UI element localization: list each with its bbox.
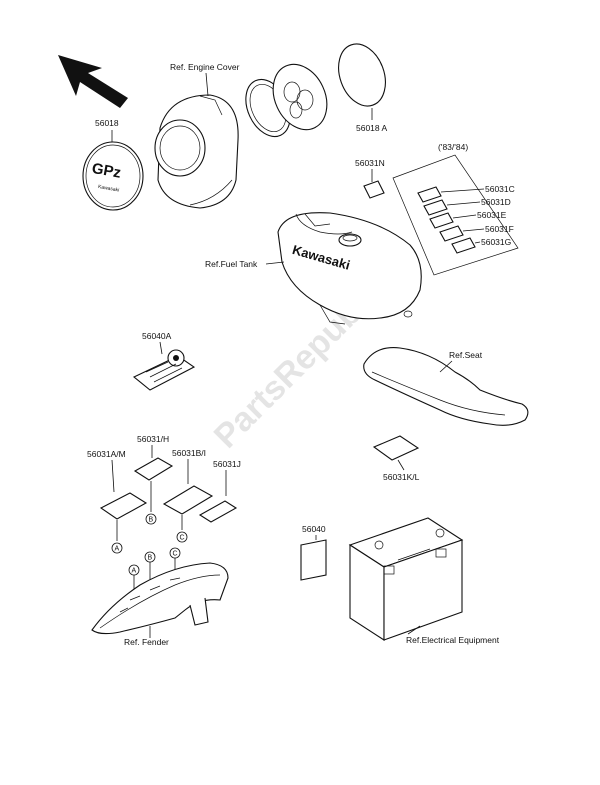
label-56040: 56040	[302, 524, 326, 534]
label-56018: 56018	[95, 118, 119, 128]
label-56031kl: 56031K/L	[383, 472, 420, 482]
label-ref-electrical: Ref.Electrical Equipment	[406, 635, 500, 645]
label-56031bi: 56031B/I	[172, 448, 206, 458]
decal-56031n	[363, 180, 385, 199]
label-56031h: 56031/H	[137, 434, 169, 444]
label-sheet-56040a	[132, 349, 196, 391]
callout-b-upper: B	[149, 517, 154, 524]
rear-fender	[91, 562, 229, 635]
decal-set-56031c-g	[417, 186, 476, 254]
decal-56031j	[198, 500, 238, 523]
label-ref-seat: Ref.Seat	[449, 350, 483, 360]
emblem-56018: GPz Kawasaki	[82, 141, 144, 211]
label-ref-fender: Ref. Fender	[124, 637, 169, 647]
gauge-cover-ring	[245, 63, 328, 138]
lens-56018a	[338, 43, 386, 107]
seat	[363, 347, 529, 426]
decal-56031bi	[162, 485, 214, 515]
label-56031d: 56031D	[481, 197, 511, 207]
fuel-tank: Kawasaki	[277, 212, 422, 325]
label-years: ('83/'84)	[438, 142, 468, 152]
emblem-subtext: Kawasaki	[97, 184, 119, 194]
engine-cover	[154, 94, 239, 209]
decal-set-box	[392, 154, 519, 276]
label-sheet-56040	[300, 539, 327, 581]
label-56031g: 56031G	[481, 237, 511, 247]
label-56031f: 56031F	[485, 224, 514, 234]
label-56040a: 56040A	[142, 331, 172, 341]
direction-arrow-icon	[58, 55, 128, 108]
callout-a-lower: A	[132, 568, 137, 575]
label-ref-fuel-tank: Ref.Fuel Tank	[205, 259, 258, 269]
label-56018a: 56018 A	[356, 123, 388, 133]
callout-b-lower: B	[148, 555, 153, 562]
callout-c-upper: C	[180, 535, 185, 542]
label-56031n: 56031N	[355, 158, 385, 168]
battery	[348, 517, 464, 642]
label-56031am: 56031A/M	[87, 449, 126, 459]
label-56031e: 56031E	[477, 210, 507, 220]
decal-56031h	[133, 457, 174, 481]
label-56031j: 56031J	[213, 459, 241, 469]
decal-56031am	[99, 492, 148, 520]
callout-c-lower: C	[173, 551, 178, 558]
callout-a-upper: A	[115, 546, 120, 553]
emblem-text: GPz	[91, 160, 123, 182]
label-ref-engine-cover: Ref. Engine Cover	[170, 62, 240, 72]
label-56031c: 56031C	[485, 184, 515, 194]
decal-56031kl	[372, 435, 420, 461]
